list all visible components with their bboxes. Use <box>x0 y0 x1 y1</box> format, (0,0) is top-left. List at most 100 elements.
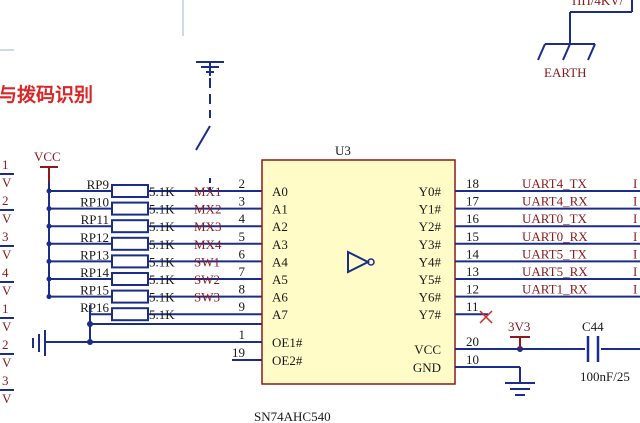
oe-ground-wiring <box>32 305 262 356</box>
resistor-row: RP13 5.1K SW1 <box>46 247 262 269</box>
left-edge-fragment: 3 <box>2 229 9 244</box>
resistor-body <box>111 219 149 234</box>
pin-name: Y3# <box>419 237 442 252</box>
chip-left-pin: 9A7 <box>239 299 289 322</box>
left-edge-fragment: V <box>2 211 12 226</box>
pin-number: 17 <box>466 194 480 209</box>
pin-number: 20 <box>466 334 479 349</box>
resistor-ref: RP10 <box>80 195 109 210</box>
pin-number: 3 <box>239 194 246 209</box>
section-title: 与拨码识别 <box>0 83 93 106</box>
chip-left-pin: 8A6 <box>239 282 289 305</box>
resistor-ref: RP11 <box>81 212 109 227</box>
pin-name: Y1# <box>419 202 442 217</box>
output-net-label: UART4_RX <box>522 194 588 209</box>
resistor-body <box>111 289 149 304</box>
left-edge-fragment: 4 <box>2 265 9 280</box>
net-label: SW1 <box>194 254 220 269</box>
chip-left-pin: 7A5 <box>239 264 288 287</box>
pin-number: 18 <box>466 176 479 191</box>
pin-name: OE2# <box>272 353 303 368</box>
pin-name: Y7# <box>419 307 442 322</box>
pin-number: 1 <box>239 327 246 342</box>
power-wiring-right: 3V3 C44 100nF/25 <box>455 319 640 396</box>
top-right-partial-text: ΠΠ/4ΚV/ <box>572 0 624 8</box>
resistor-body <box>111 272 149 286</box>
chip-left-pin: 2A0 <box>239 176 288 199</box>
resistor-value: 5.1K <box>149 272 175 287</box>
left-edge-fragment: 2 <box>2 337 9 352</box>
gnd-symbol-top <box>195 61 224 194</box>
pin-number: 15 <box>466 229 479 244</box>
earth-symbol: ΠΠ/4ΚV/ EARTH <box>537 0 633 80</box>
left-edge-fragment: 3 <box>2 373 9 388</box>
resistor-value: 5.1K <box>149 237 175 252</box>
output-edge-fragment: I <box>633 246 637 261</box>
vcc-symbol: VCC <box>34 149 61 299</box>
resistor-value: 5.1K <box>149 184 175 199</box>
pin-number: 9 <box>239 299 246 314</box>
net-label: SW3 <box>194 290 220 305</box>
resistor-ref: RP13 <box>80 247 109 262</box>
pin-number: 2 <box>239 176 246 191</box>
output-edge-fragment: I <box>633 229 637 244</box>
pin-name: A4 <box>272 254 288 269</box>
resistor-row: RP9 5.1K MX1 <box>46 177 262 199</box>
output-edge-fragment: I <box>633 264 637 279</box>
pin-name: Y0# <box>419 184 442 199</box>
pin-number: 4 <box>239 211 246 226</box>
pin-name: A3 <box>272 237 288 252</box>
pin-number: 13 <box>466 264 479 279</box>
resistor-body <box>111 236 149 251</box>
resistor-ref: RP9 <box>87 177 109 192</box>
vcc-label: VCC <box>34 149 61 164</box>
earth-label: EARTH <box>544 65 587 80</box>
net-label: MX1 <box>194 184 221 199</box>
pin-name: Y5# <box>419 272 442 287</box>
output-edge-fragment: I <box>633 194 637 209</box>
pin-name: Y2# <box>419 219 442 234</box>
resistor-body <box>111 307 149 322</box>
resistor-body <box>111 184 149 198</box>
output-net-label: UART0_TX <box>522 211 588 226</box>
pin-name: OE1# <box>272 335 303 350</box>
net-label: MX3 <box>194 219 221 234</box>
left-edge-fragment: V <box>2 283 12 298</box>
resistor-value: 5.1K <box>149 307 175 322</box>
pin-name: VCC <box>414 342 441 357</box>
left-edge-fragment: 1 <box>2 157 9 172</box>
net-label: SW2 <box>194 272 220 287</box>
pin-number: 16 <box>466 211 480 226</box>
pin-number: 19 <box>232 345 245 360</box>
resistor-ref: RP15 <box>80 283 109 298</box>
resistor-value: 5.1K <box>149 254 175 269</box>
pin-number: 5 <box>239 229 246 244</box>
left-edge-fragment: V <box>2 175 12 190</box>
chip-left-pin: 3A1 <box>239 194 288 217</box>
output-edge-fragment: I <box>633 176 637 191</box>
pin-number: 12 <box>466 282 479 297</box>
no-connect-mark <box>479 310 493 324</box>
pin-name: A0 <box>272 184 288 199</box>
left-edge-fragment: V <box>2 247 12 262</box>
capacitor-value: 100nF/25 <box>580 369 630 384</box>
resistor-value: 5.1K <box>149 219 175 234</box>
left-edge-fragment: 2 <box>2 193 9 208</box>
